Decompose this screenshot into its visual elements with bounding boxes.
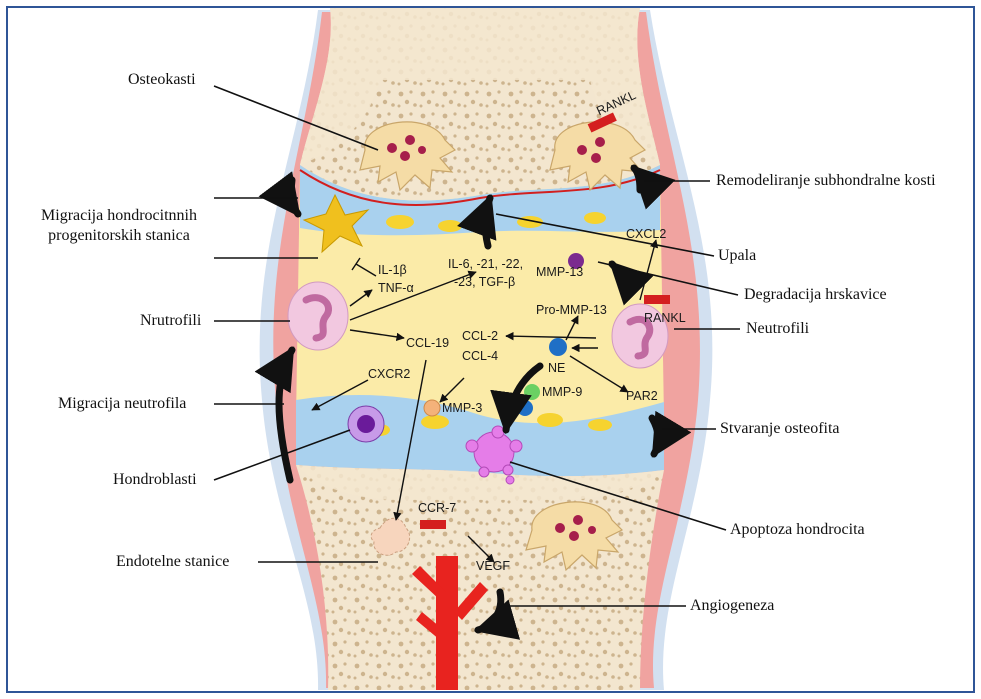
chondroblast-cell (348, 406, 384, 442)
label-angiogenesis: Angiogeneza (690, 596, 774, 616)
ne-label: NE (548, 361, 565, 375)
cxcr2-label: CXCR2 (368, 367, 410, 381)
label-neutrophils-right: Neutrofili (746, 319, 809, 339)
label-remodeling: Remodeliranje subhondralne kosti (716, 171, 936, 191)
mmp3-label: MMP-3 (442, 401, 482, 415)
label-neutrophil-migration: Migracija neutrofila (58, 394, 186, 414)
il1b-label: IL-1β (378, 263, 407, 277)
il-cytokines-line1: IL-6, -21, -22, (448, 257, 523, 271)
label-osteophyte: Stvaranje osteofita (720, 419, 840, 439)
vegf-label: VEGF (476, 559, 510, 573)
pro-mmp13-label: Pro-MMP-13 (536, 303, 607, 317)
ccl2-label: CCL-2 (462, 329, 498, 343)
label-inflammation: Upala (718, 246, 756, 266)
ccr7-bar (420, 520, 446, 529)
mmp9-label: MMP-9 (542, 385, 582, 399)
il-cytokines-line2: -23, TGF-β (454, 275, 515, 289)
tnfa-label: TNF-α (378, 281, 414, 295)
ccl19-label: CCL-19 (406, 336, 449, 350)
ccl4-label: CCL-4 (462, 349, 498, 363)
label-endothelial: Endotelne stanice (116, 552, 229, 572)
cxcl2-label: CXCL2 (626, 227, 666, 241)
par2-label: PAR2 (626, 389, 658, 403)
label-chondroblasts: Hondroblasti (113, 470, 197, 490)
mmp3-dot (424, 400, 440, 416)
neutrophil-left (288, 282, 348, 350)
rankl-right-label: RANKL (644, 311, 686, 325)
rankl-right-bar (644, 295, 670, 304)
label-apoptosis: Apoptoza hondrocita (730, 520, 865, 540)
label-progenitor-migration: Migracija hondrocitnnih progenitorskih s… (12, 206, 226, 246)
ne-dot (549, 338, 567, 356)
mmp13-label: MMP-13 (536, 265, 583, 279)
label-cartilage-degradation: Degradacija hrskavice (744, 285, 887, 305)
ccr7-label: CCR-7 (418, 501, 456, 515)
label-osteoclasts: Osteokasti (128, 70, 196, 90)
label-neutrophils-left: Nrutrofili (140, 311, 201, 331)
mmp9-dot-blue (517, 400, 533, 416)
mmp9-dot-green (524, 384, 540, 400)
